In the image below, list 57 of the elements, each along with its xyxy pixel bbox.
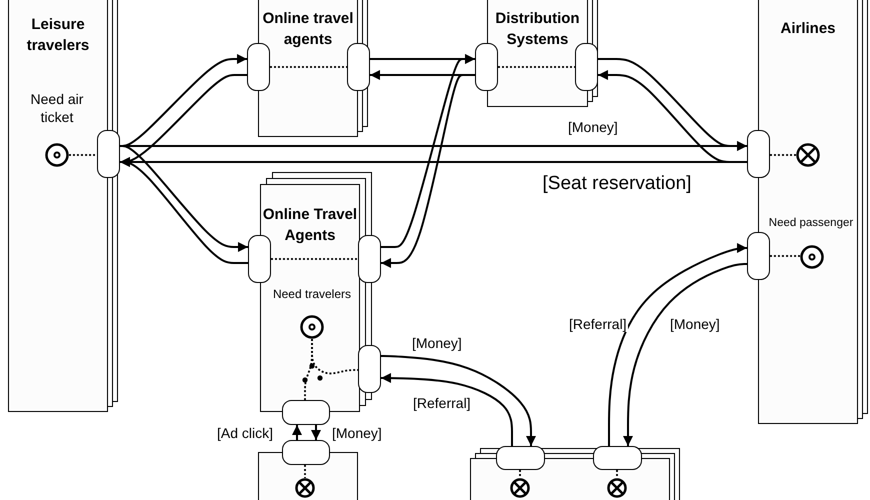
value-interface <box>475 43 498 91</box>
value-interface <box>747 130 770 178</box>
actor-name: Airlines <box>779 19 837 39</box>
edge-label: [Referral] <box>412 396 472 411</box>
value-transfer-arrow <box>381 373 513 446</box>
value-transfer-arrow <box>311 424 321 440</box>
dependency-path <box>616 470 618 478</box>
dependency-path <box>770 255 800 257</box>
start-stimulus-icon <box>800 245 824 269</box>
value-interface <box>358 235 381 283</box>
edge-label: [Referral] <box>568 316 628 332</box>
dependency-path <box>304 339 313 400</box>
edge-label: [Money] <box>567 120 619 135</box>
dependency-path <box>271 258 358 260</box>
value-interface <box>97 130 120 178</box>
value-interface <box>747 232 770 280</box>
value-interface <box>496 446 545 470</box>
value-transfer-arrow <box>292 424 302 440</box>
dependency-path <box>69 154 97 156</box>
value-transfer-arrow <box>120 145 248 252</box>
value-interface <box>248 235 271 283</box>
value-interface <box>358 345 381 393</box>
stimulus-label: Need passenger <box>768 216 854 231</box>
stimulus-label: Need air ticket <box>30 90 84 126</box>
end-stimulus-icon <box>510 478 530 498</box>
edge-label: [Money] <box>331 426 383 441</box>
value-transfer-arrow <box>608 243 747 446</box>
edge-label: [Money] <box>411 336 463 351</box>
dependency-path <box>770 154 796 156</box>
end-stimulus-icon <box>796 143 820 167</box>
end-stimulus-icon <box>607 478 627 498</box>
edge-label: [Seat reservation] <box>542 174 692 194</box>
end-stimulus-icon <box>295 478 315 498</box>
actor-name: Online travel agents <box>262 9 354 50</box>
value-interface <box>247 43 270 91</box>
start-stimulus-icon <box>300 315 324 339</box>
dependency-path <box>304 465 306 478</box>
value-transfer-arrow <box>381 74 475 268</box>
edge-label: [Ad click] <box>216 426 274 441</box>
value-interface <box>593 446 642 470</box>
dependency-path <box>270 66 347 68</box>
actor-name: Distribution Systems <box>494 9 581 50</box>
value-interface <box>347 43 370 91</box>
value-interface <box>282 400 330 425</box>
edge-label: [Money] <box>669 316 721 332</box>
value-transfer-arrow <box>381 54 475 248</box>
actor-name: Online Travel Agents <box>262 205 358 246</box>
value-transfer-arrow <box>623 263 747 446</box>
value-transfer-arrow <box>120 157 248 264</box>
value-interface <box>575 43 598 91</box>
value-transfer-arrow <box>381 355 536 446</box>
value-interface <box>282 440 330 465</box>
start-stimulus-icon <box>45 143 69 167</box>
dependency-path <box>498 66 575 68</box>
dependency-path <box>519 470 521 478</box>
stimulus-label: Need travelers <box>272 287 352 303</box>
actor-name: Leisure travelers <box>26 15 90 56</box>
